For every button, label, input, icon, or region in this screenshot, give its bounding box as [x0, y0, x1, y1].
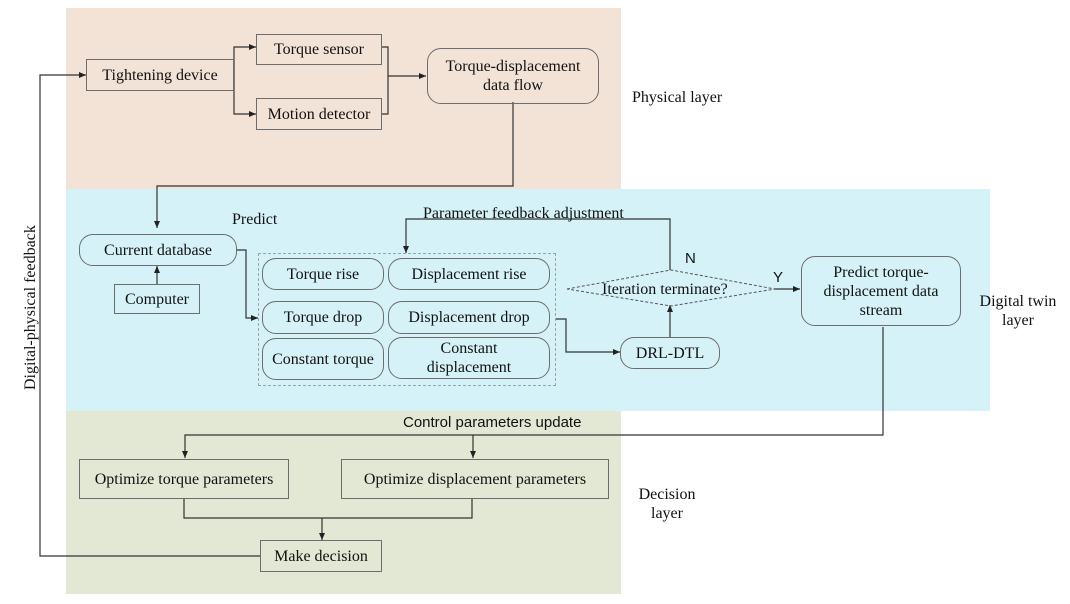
computer-node: Computer	[114, 284, 200, 314]
drl-dtl-node: DRL-DTL	[620, 337, 720, 369]
parameter-feedback-label: Parameter feedback adjustment	[423, 205, 624, 222]
iteration-no-label: N	[685, 250, 696, 267]
iteration-yes-label: Y	[773, 269, 784, 286]
digital-twin-layer-title: Digital twin layer	[979, 293, 1057, 329]
torque-displacement-data-flow-node: Torque-displacement data flow	[427, 48, 599, 104]
predict-torque-displacement-stream-node: Predict torque- displacement data stream	[801, 256, 961, 326]
make-decision-node: Make decision	[260, 540, 382, 572]
motion-detector-node: Motion detector	[256, 98, 382, 130]
decision-layer-title: Decision layer	[638, 486, 696, 522]
optimize-torque-parameters-node: Optimize torque parameters	[79, 459, 289, 499]
torque-rise-node: Torque rise	[262, 258, 384, 290]
torque-sensor-node: Torque sensor	[256, 34, 382, 65]
displacement-drop-node: Displacement drop	[388, 301, 550, 334]
iteration-terminate-label: Iteration terminate?	[602, 281, 728, 298]
torque-drop-node: Torque drop	[262, 301, 384, 334]
optimize-displacement-parameters-node: Optimize displacement parameters	[341, 459, 609, 499]
constant-displacement-node: Constant displacement	[388, 337, 550, 379]
displacement-rise-node: Displacement rise	[388, 258, 550, 290]
prediction-pattern-group	[258, 253, 556, 386]
current-database-node: Current database	[79, 234, 237, 266]
predict-label: Predict	[232, 211, 278, 228]
control-parameters-update-label: Control parameters update	[403, 414, 582, 431]
tightening-device-node: Tightening device	[86, 59, 234, 91]
constant-torque-node: Constant torque	[262, 338, 384, 380]
physical-layer-title: Physical layer	[632, 89, 723, 106]
digital-physical-feedback-label: Digital-physical feedback	[22, 225, 39, 390]
